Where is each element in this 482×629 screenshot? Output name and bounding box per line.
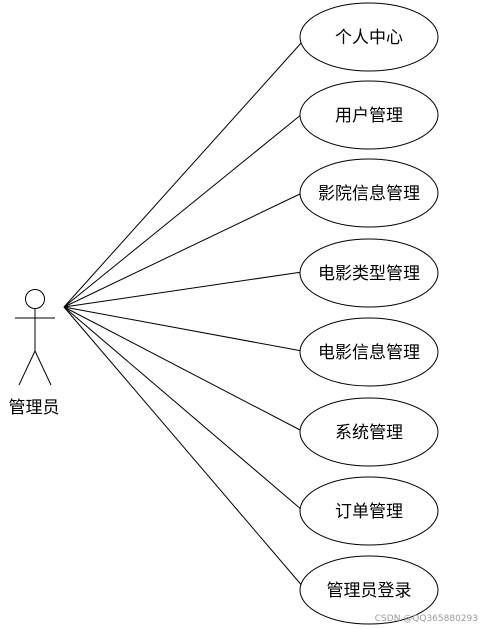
actor-leg-right <box>34 350 52 386</box>
use-case-ellipse-6 <box>299 397 439 467</box>
association-line-7 <box>63 306 303 511</box>
association-line-1 <box>63 41 303 308</box>
association-line-8 <box>63 306 305 589</box>
use-case-label-5: 电影信息管理 <box>318 343 420 363</box>
use-case-label-3: 影院信息管理 <box>318 184 420 204</box>
use-case-label-1: 个人中心 <box>335 28 403 48</box>
use-case-ellipse-5 <box>299 317 439 387</box>
use-case-label-6: 系统管理 <box>335 423 403 443</box>
use-case-ellipse-4 <box>299 238 439 308</box>
use-case-label-2: 用户管理 <box>335 106 403 126</box>
association-line-4 <box>63 271 303 308</box>
use-case-ellipse-1 <box>299 2 439 72</box>
associations <box>63 41 305 589</box>
use-case-label-8: 管理员登录 <box>327 581 412 601</box>
use-case-label-4: 电影类型管理 <box>318 264 420 284</box>
association-line-3 <box>63 192 303 308</box>
association-line-2 <box>63 113 303 308</box>
actor-leg-left <box>18 350 36 386</box>
use-case-label-7: 订单管理 <box>335 502 403 522</box>
use-case-ellipse-2 <box>299 80 439 150</box>
actor-head <box>25 289 45 309</box>
use-case-ellipse-7 <box>299 476 439 546</box>
use-case-ellipse-3 <box>299 158 439 228</box>
actor-label: 管理员 <box>9 398 60 418</box>
use-case-ellipse-8 <box>299 555 439 625</box>
association-line-6 <box>63 306 303 432</box>
watermark-text: CSDN @QQ365880293 <box>375 614 478 624</box>
association-line-5 <box>63 306 303 352</box>
actor-admin <box>15 289 55 386</box>
